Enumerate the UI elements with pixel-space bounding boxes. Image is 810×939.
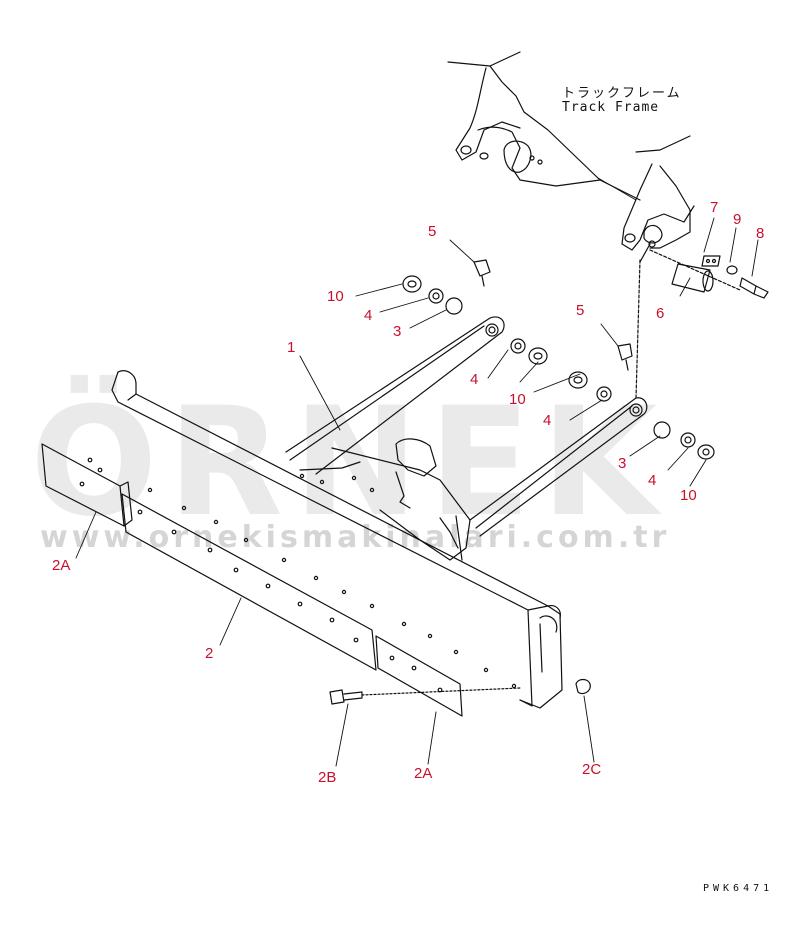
callout-1: 1: [287, 339, 296, 356]
track-frame-label-en: Track Frame: [562, 100, 660, 115]
cutting-edges: [41, 443, 517, 717]
callout-10-mid: 10: [509, 391, 526, 408]
callout-4-mid2: 4: [543, 412, 552, 429]
callout-9: 9: [733, 211, 742, 228]
callout-3-left: 3: [393, 323, 402, 340]
callout-2: 2: [205, 645, 214, 662]
blade-body: [111, 316, 648, 709]
callout-10-left: 10: [327, 288, 344, 305]
callout-2a-bottom: 2A: [414, 765, 433, 782]
callout-4-left: 4: [364, 307, 373, 324]
callout-2c: 2C: [582, 761, 602, 778]
callout-4-mid: 4: [470, 371, 479, 388]
callout-3-right: 3: [618, 455, 627, 472]
callout-6: 6: [656, 305, 665, 322]
leader-lines: [75, 177, 759, 767]
callout-2b: 2B: [318, 769, 337, 786]
drawing-code: PWK6471: [703, 883, 774, 894]
callout-7: 7: [710, 199, 719, 216]
track-frame-label-jp: トラックフレーム: [562, 86, 682, 101]
callout-5-left: 5: [428, 223, 437, 240]
callout-10-right: 10: [680, 487, 697, 504]
callout-8: 8: [756, 225, 765, 242]
watermark-url: www.ornekismakinalari.com.tr: [40, 520, 671, 555]
track-frame: [447, 51, 695, 263]
hardware: [329, 249, 769, 705]
callout-2a-left: 2A: [52, 557, 71, 574]
callout-4-right: 4: [648, 472, 657, 489]
callout-5-right: 5: [576, 302, 585, 319]
watermark-brand: ÖRNEK: [30, 376, 668, 550]
